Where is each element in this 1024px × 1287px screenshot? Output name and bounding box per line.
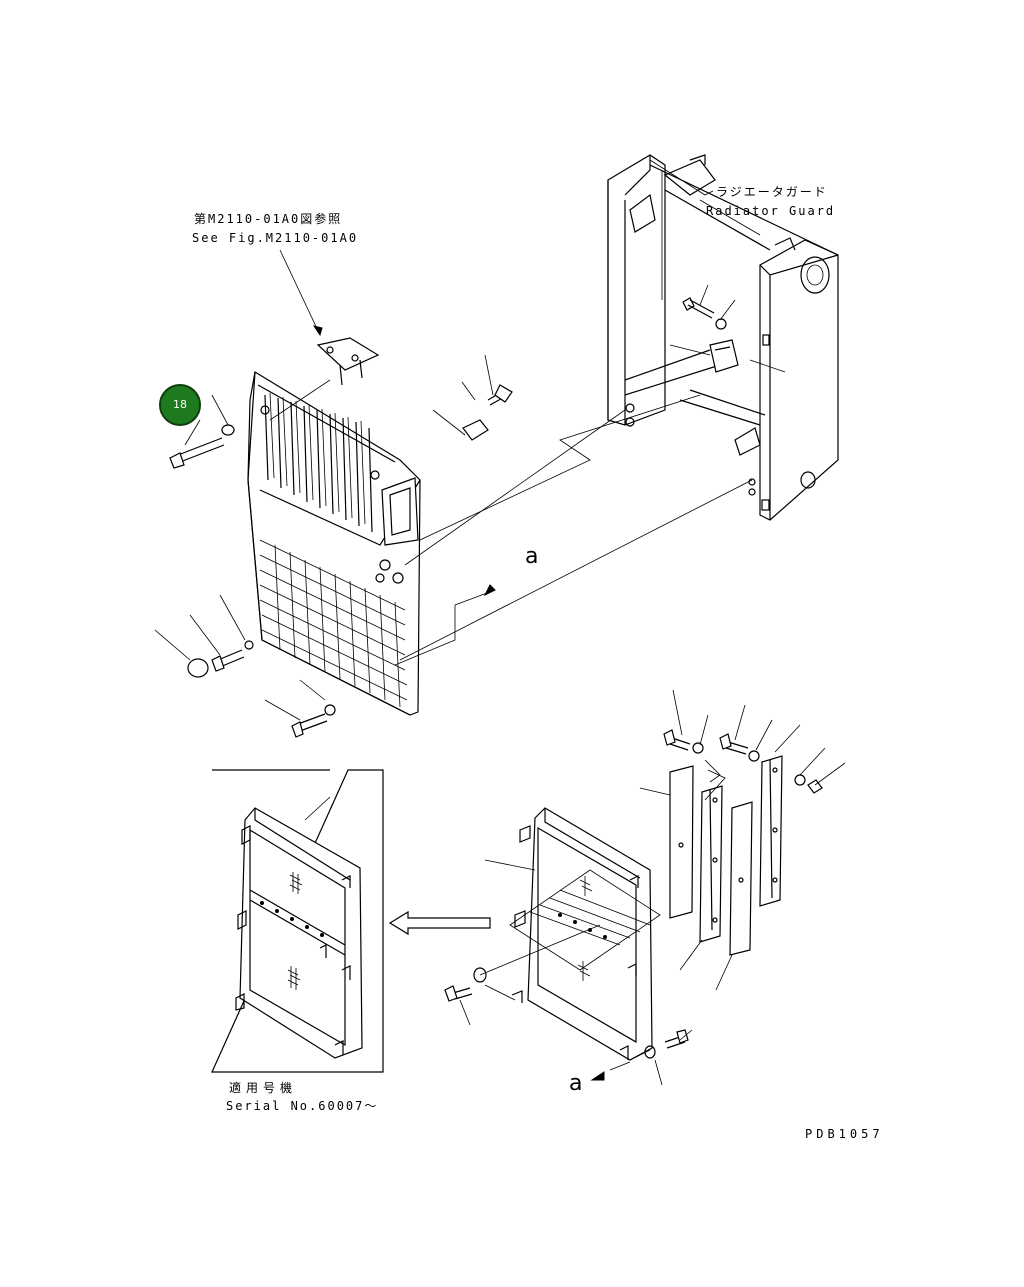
serial-label-japanese: 適用号機: [229, 1081, 298, 1095]
screen-panel: [484, 807, 661, 1061]
inset-detail-box: [211, 769, 384, 1073]
vertical-plates: [639, 755, 783, 991]
grille-panel: [247, 370, 421, 716]
reference-leader: [279, 249, 321, 336]
radiator-guard-english: Radiator Guard: [706, 204, 836, 218]
grille-louvers: [257, 384, 396, 533]
grille-top-bracket: [269, 337, 380, 421]
connection-mark-upper: a: [525, 544, 539, 569]
grille-clip: [432, 354, 513, 441]
lower-fasteners: [154, 594, 336, 738]
view-arrow: [388, 910, 491, 936]
radiator-guard-japanese: ラジエータガード: [716, 185, 828, 199]
hex-bolt-18: [169, 394, 235, 469]
see-figure-japanese: 第M2110-01A0図参照: [194, 212, 343, 226]
radiator-guard-frame: [607, 154, 839, 521]
grille-mesh: [259, 539, 408, 708]
assembly-lines: [394, 394, 753, 666]
see-figure-english: See Fig.M2110-01A0: [192, 231, 359, 245]
lower-right-fasteners: [444, 689, 846, 1086]
drawing-code: PDB1057: [805, 1127, 884, 1141]
serial-label-english: Serial No.60007～: [226, 1099, 379, 1113]
connection-mark-lower: a: [569, 1071, 583, 1096]
part-callout-18[interactable]: 18: [159, 384, 201, 426]
